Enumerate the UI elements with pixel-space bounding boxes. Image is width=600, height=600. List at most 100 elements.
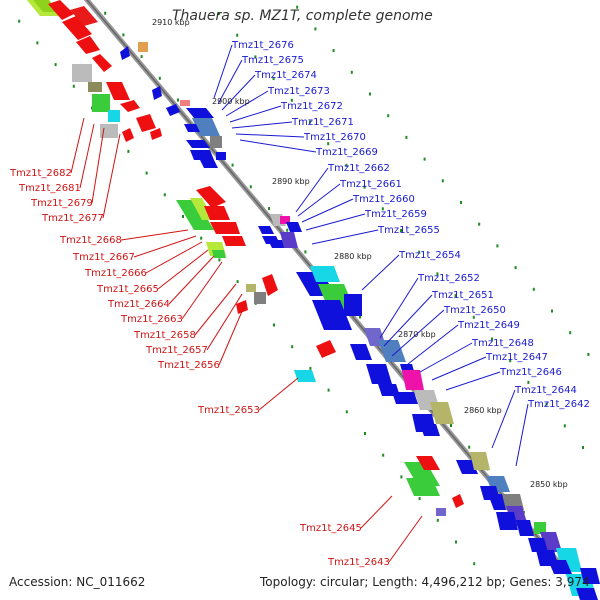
leader-line-plus xyxy=(491,389,516,449)
tick-mark xyxy=(72,84,75,88)
gene-label-plus: Tmz1t_2646 xyxy=(499,367,562,378)
tick-mark xyxy=(218,12,220,15)
tick-mark xyxy=(363,185,366,189)
tick-mark xyxy=(359,315,361,319)
leader-line-minus xyxy=(206,293,243,351)
gene-label-plus: Tmz1t_2675 xyxy=(241,55,304,66)
tick-mark xyxy=(304,250,307,254)
gene-label-plus: Tmz1t_2674 xyxy=(254,70,317,81)
gene-label-minus: Tmz1t_2656 xyxy=(157,360,220,371)
feature-cluster-2880 xyxy=(294,266,362,382)
leader-line-plus xyxy=(221,74,256,111)
tick-mark xyxy=(200,236,203,240)
gene-label-minus: Tmz1t_2664 xyxy=(107,299,170,310)
tick-mark xyxy=(332,49,335,53)
gene-label-minus: Tmz1t_2668 xyxy=(59,235,122,246)
tick-mark xyxy=(236,280,239,284)
gene-label-minus: Tmz1t_2658 xyxy=(133,330,196,341)
leader-line-plus xyxy=(217,59,243,105)
gene-label-minus: Tmz1t_2679 xyxy=(30,198,93,209)
leader-line-minus xyxy=(133,235,197,258)
tick-mark xyxy=(423,157,426,161)
tick-mark xyxy=(545,402,548,406)
tick-mark xyxy=(36,41,39,45)
leader-line-minus xyxy=(145,241,203,274)
leader-line-plus xyxy=(235,133,305,138)
tick-mark xyxy=(387,114,390,118)
scale-labels: 2910 kbp 2900 kbp 2890 kbp 2880 kbp 2870 kbp… xyxy=(152,18,568,489)
scale-label: 2870 kbp xyxy=(398,330,436,339)
leader-line-plus xyxy=(445,371,501,391)
tick-mark xyxy=(345,410,348,414)
tick-mark xyxy=(582,446,584,449)
map-title: Thauera sp. MZ1T, complete genome xyxy=(172,8,433,24)
leader-line-minus xyxy=(70,117,85,174)
tick-mark xyxy=(350,70,353,74)
gene-label-plus: Tmz1t_2644 xyxy=(514,385,577,396)
gene-label-minus: Tmz1t_2643 xyxy=(327,557,390,568)
gene-label-minus: Tmz1t_2681 xyxy=(18,183,81,194)
gene-label-plus: Tmz1t_2650 xyxy=(443,305,506,316)
leader-line-plus xyxy=(383,294,433,347)
leader-lines xyxy=(70,44,529,563)
leader-line-plus xyxy=(361,254,400,291)
tick-mark xyxy=(327,388,330,392)
gene-label-plus: Tmz1t_2654 xyxy=(398,250,461,261)
tick-mark xyxy=(309,120,311,124)
leader-line-minus xyxy=(91,127,105,204)
leader-line-plus xyxy=(295,167,329,213)
leader-line-plus xyxy=(515,403,529,467)
tick-mark xyxy=(509,359,512,363)
gene-label-minus: Tmz1t_2682 xyxy=(9,168,72,179)
feature-cluster-2860 xyxy=(404,452,600,600)
tick-mark xyxy=(18,19,21,23)
tick-mark xyxy=(514,266,517,270)
leader-line-minus xyxy=(360,495,393,529)
gene-label-plus: Tmz1t_2676 xyxy=(231,40,294,51)
leader-line-plus xyxy=(213,44,233,99)
scale-label: 2880 kbp xyxy=(334,252,372,261)
gene-label-minus: Tmz1t_2653 xyxy=(197,405,260,416)
tick-mark xyxy=(450,424,452,427)
scale-label: 2900 kbp xyxy=(212,97,250,106)
leader-line-plus xyxy=(379,277,419,339)
tick-mark xyxy=(491,337,493,341)
tick-mark xyxy=(104,11,107,15)
gene-label-plus: Tmz1t_2649 xyxy=(457,320,520,331)
leader-line-plus xyxy=(407,324,459,365)
tick-mark xyxy=(473,562,476,566)
tick-mark xyxy=(177,98,179,102)
gene-label-plus: Tmz1t_2655 xyxy=(377,225,440,236)
feature-cluster-2870 xyxy=(350,328,454,436)
leader-line-minus xyxy=(120,229,189,241)
tick-mark xyxy=(273,323,275,327)
tick-mark xyxy=(158,76,161,80)
leader-line-plus xyxy=(225,90,269,117)
scale-label: 2850 kbp xyxy=(530,480,568,489)
tick-mark xyxy=(527,380,530,384)
leader-line-plus xyxy=(311,229,379,245)
scale-label: 2890 kbp xyxy=(272,177,310,186)
feature-cluster-2890 xyxy=(176,186,302,314)
tick-mark xyxy=(145,171,148,175)
leader-line-plus xyxy=(231,121,293,129)
tick-mark xyxy=(436,518,439,522)
gene-label-plus: Tmz1t_2672 xyxy=(280,101,343,112)
gene-label-plus: Tmz1t_2669 xyxy=(315,147,378,158)
gene-label-minus: Tmz1t_2657 xyxy=(145,345,208,356)
gene-label-minus: Tmz1t_2663 xyxy=(120,314,183,325)
tick-mark xyxy=(455,540,457,544)
accession-text: Accession: NC_011662 xyxy=(9,575,146,589)
tick-mark xyxy=(468,445,471,449)
gene-labels: Tmz1t_2676Tmz1t_2675Tmz1t_2674Tmz1t_2673… xyxy=(9,40,590,568)
gene-label-plus: Tmz1t_2647 xyxy=(485,352,548,363)
scale-label: 2910 kbp xyxy=(152,18,190,27)
leader-line-plus xyxy=(305,213,366,231)
tick-mark xyxy=(182,215,184,218)
tick-mark xyxy=(218,258,221,262)
tick-mark xyxy=(127,149,130,153)
tick-mark xyxy=(140,55,143,59)
gene-label-minus: Tmz1t_2665 xyxy=(96,284,159,295)
tick-mark xyxy=(496,244,499,248)
